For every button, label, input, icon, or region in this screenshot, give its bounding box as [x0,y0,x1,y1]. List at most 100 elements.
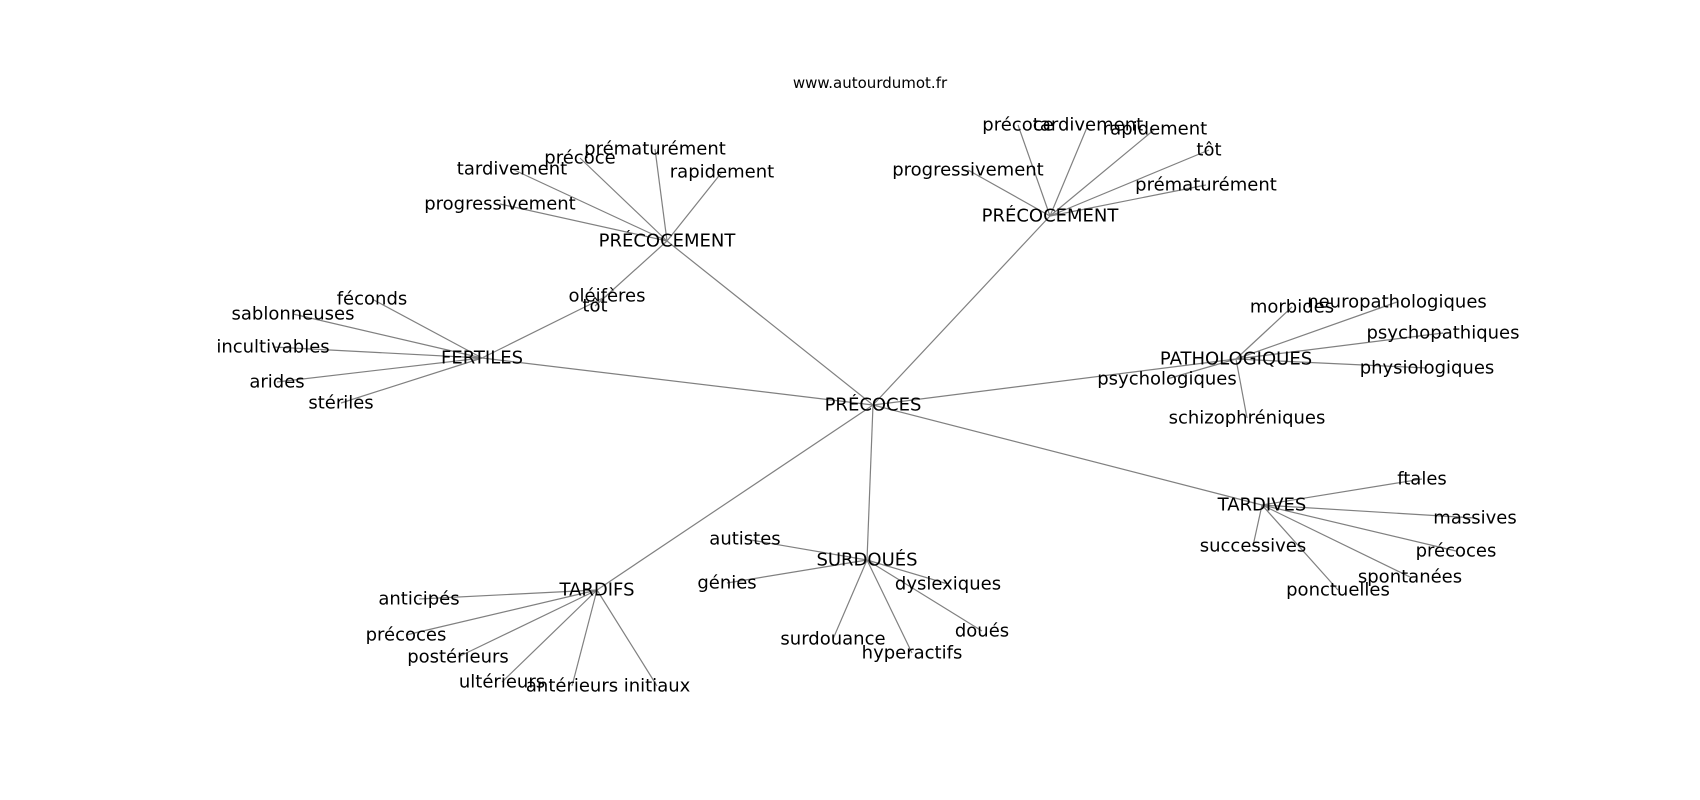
edge-root-precocement2 [872,215,1051,406]
leaf-node[interactable]: précoces [1416,541,1497,562]
edge-tardives-leaf [1261,504,1339,591]
leaf-node[interactable]: progressivement [424,194,576,215]
edge-precocement1-leaf [594,240,668,307]
leaf-node[interactable]: précoce [544,148,615,169]
edge-precocement2-leaf [1049,124,1089,217]
edge-tardives-leaf [1261,504,1476,519]
leaf-node[interactable]: surdouance [780,629,885,650]
leaf-node[interactable]: ultérieurs [459,672,545,693]
leaf-node[interactable]: incultivables [216,337,329,358]
hub-node-pathologiques[interactable]: PATHOLOGIQUES [1160,349,1312,370]
leaf-node[interactable]: précoce [982,115,1053,136]
leaf-node[interactable]: rapidement [670,162,774,183]
edge-tardives-leaf [1252,504,1263,547]
edge-pathologiques-leaf [1235,358,1248,419]
leaf-node[interactable]: dyslexiques [895,574,1001,595]
edge-root-fertiles [481,357,874,406]
leaf-node[interactable]: spontanées [1358,567,1462,588]
leaf-node[interactable]: autistes [709,529,780,550]
edge-surdoues-leaf [832,559,868,640]
leaf-node[interactable]: physiologiques [1360,358,1495,379]
leaf-node[interactable]: tôt [1196,140,1221,161]
hub-node-precocement2[interactable]: PRÉCOCEMENT [982,205,1120,227]
edge-fertiles-leaf [292,313,483,359]
leaf-node[interactable]: génies [697,573,756,594]
edge-pathologiques-leaf [1235,306,1293,360]
leaf-node[interactable]: massives [1433,508,1516,529]
leaf-node[interactable]: oléifères [569,286,646,307]
leaf-node[interactable]: sablonneuses [232,304,355,325]
edge-tardifs-leaf [571,589,598,687]
leaf-node[interactable]: stériles [308,393,373,414]
edge-tardifs-leaf [457,589,598,658]
leaf-node[interactable]: précoces [366,625,447,646]
edge-pathologiques-leaf [1235,332,1444,360]
leaf-node[interactable]: doués [955,621,1009,642]
edge-precocement2-leaf [1049,128,1156,217]
edge-fertiles-leaf [276,357,483,383]
leaf-node[interactable]: ponctuelles [1286,580,1390,601]
hub-node-tardifs[interactable]: TARDIFS [558,580,634,601]
leaf-node[interactable]: schizophréniques [1169,408,1326,429]
leaf-node[interactable]: neuropathologiques [1307,292,1487,313]
edge-precocement1-leaf [511,168,668,242]
leaf-node[interactable]: ftales [1397,469,1447,490]
edge-fertiles-leaf [371,298,483,359]
edge-surdoues-leaf [866,559,913,654]
edge-root-tardives [872,404,1263,506]
edge-root-surdoues [866,404,874,561]
edge-precocement1-leaf [654,148,668,242]
edge-fertiles-leaf [340,357,483,404]
leaf-node[interactable]: anticipés [378,589,459,610]
leaf-node[interactable]: postérieurs [407,647,509,668]
leaf-node[interactable]: morbides [1250,297,1334,318]
leaf-node[interactable]: initiaux [624,676,691,697]
hub-node-tardives[interactable]: TARDIVES [1217,495,1307,516]
edge-surdoues-leaf [866,559,983,632]
edge-precocement1-leaf [579,157,668,242]
graph-labels: www.autourdumot.fr PRÉCOCES PRÉCOCEMENT pr… [216,74,1519,697]
edge-surdoues-leaf [866,559,949,585]
leaf-node[interactable]: antérieurs [526,676,618,697]
leaf-node[interactable]: tardivement [1033,115,1143,136]
hub-node-surdoues[interactable]: SURDOUÉS [816,549,917,571]
root-node[interactable]: PRÉCOCES [825,394,922,416]
edge-root-pathologiques [872,358,1237,406]
edge-tardifs-leaf [405,589,598,636]
leaf-node[interactable]: progressivement [892,160,1044,181]
leaf-node[interactable]: successives [1200,536,1307,557]
leaf-node[interactable]: tôt [582,296,607,317]
edge-precocement1-leaf [666,171,723,242]
edge-precocement1-leaf [499,203,668,242]
leaf-node[interactable]: hyperactifs [862,643,963,664]
edge-root-precocement1 [666,240,874,406]
source-label: www.autourdumot.fr [793,74,948,92]
edge-pathologiques-leaf [1235,301,1398,360]
leaf-node[interactable]: rapidement [1103,119,1207,140]
leaf-node[interactable]: féconds [337,289,408,310]
edge-tardifs-leaf [501,589,598,683]
edge-tardives-leaf [1261,504,1411,578]
hub-node-precocement1[interactable]: PRÉCOCEMENT [599,230,737,252]
edge-fertiles-leaf [272,346,483,359]
leaf-node[interactable]: prématurément [584,139,726,160]
edge-root-tardifs [596,404,874,591]
leaf-node[interactable]: tardivement [457,159,567,180]
edge-precocement2-leaf [1017,124,1051,217]
edge-surdoues-leaf [726,559,868,584]
edge-precocement2-leaf [1049,149,1210,217]
leaf-node[interactable]: psychopathiques [1367,323,1520,344]
edge-precocement2-leaf [967,169,1051,217]
edge-tardifs-leaf [418,589,598,600]
edge-pathologiques-leaf [1235,358,1428,369]
leaf-node[interactable]: prématurément [1135,175,1277,196]
edge-pathologiques-leaf [1166,358,1237,380]
leaf-node[interactable]: arides [249,372,304,393]
edge-fertiles-leaf [481,295,608,359]
leaf-node[interactable]: psychologiques [1097,369,1237,390]
hub-node-fertiles[interactable]: FERTILES [441,348,523,369]
graph-edges [272,124,1476,687]
edge-precocement2-leaf [1049,184,1207,217]
edge-surdoues-leaf [744,538,868,561]
